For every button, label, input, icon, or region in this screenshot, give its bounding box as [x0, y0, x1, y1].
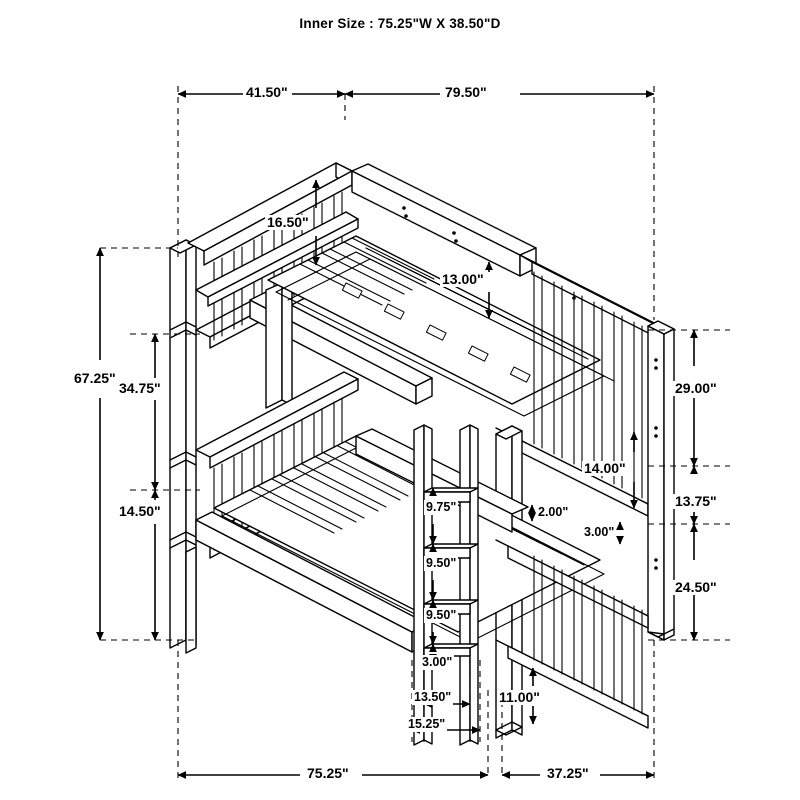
- page-title: Inner Size : 75.25"W X 38.50"D: [299, 16, 501, 31]
- dim-ladder-inner-width: 13.50": [412, 690, 454, 705]
- dim-leg-clearance-height: 11.00": [497, 689, 542, 705]
- dim-ladder-bottom-rung: 3.00": [420, 655, 455, 670]
- dim-headboard-rail-height: 16.50": [265, 214, 311, 230]
- dim-ladder-rung-gap-3: 9.50": [424, 608, 459, 623]
- dim-bed-length: 75.25": [305, 765, 351, 781]
- dim-ladder-rung-gap-1: 9.75": [424, 500, 459, 515]
- dim-top-left-span: 41.50": [244, 84, 290, 100]
- dim-ladder-outer-width: 15.25": [406, 717, 448, 732]
- dim-upper-guard-clearance: 13.00": [440, 271, 486, 287]
- dim-footboard-rail-height: 14.00": [582, 460, 628, 476]
- dim-ladder-rung-gap-2: 9.50": [424, 556, 459, 571]
- dim-lower-guardrail-height: 24.50": [673, 579, 719, 595]
- dim-lower-deck-height: 14.50": [117, 503, 163, 519]
- dim-lower-to-upper-height: 34.75": [117, 380, 163, 396]
- dim-top-right-span: 79.50": [443, 84, 489, 100]
- dim-mid-gap-height: 13.75": [673, 493, 719, 509]
- dim-upper-guardrail-height: 29.00": [673, 380, 719, 396]
- dim-rail-thickness: 3.00": [582, 525, 617, 540]
- dim-bed-depth: 37.25": [545, 765, 591, 781]
- dim-overall-height: 67.25": [72, 370, 118, 386]
- dim-slat-thickness: 2.00": [536, 505, 571, 520]
